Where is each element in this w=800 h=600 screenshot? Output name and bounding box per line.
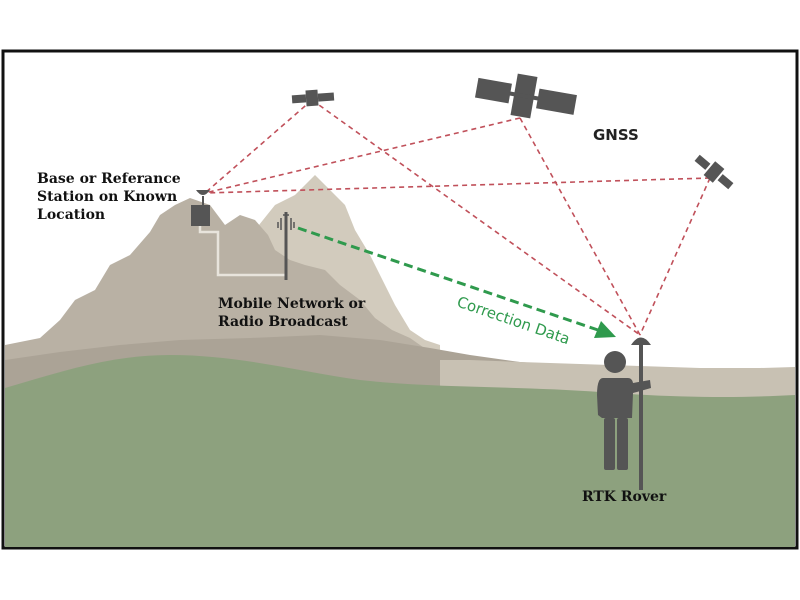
base-station-label-line: Location bbox=[37, 207, 105, 223]
rtk-rover-label: RTK Rover bbox=[582, 489, 667, 505]
mountain-mid bbox=[5, 198, 440, 360]
surveyor-icon bbox=[597, 351, 651, 470]
signal-sat3-rover bbox=[639, 177, 711, 336]
correction-data-arrow bbox=[297, 226, 599, 332]
base-station-label-line: Station on Known bbox=[37, 189, 177, 205]
correction-arrowhead bbox=[594, 321, 616, 338]
cable-base-to-tower bbox=[198, 225, 285, 277]
satellite-icon bbox=[474, 73, 577, 119]
mobile-network-label-line: Radio Broadcast bbox=[218, 314, 348, 330]
gnss-pole-icon bbox=[631, 337, 651, 490]
mobile-network-label-line: Mobile Network or bbox=[218, 296, 366, 312]
signal-sat1-rover bbox=[311, 99, 641, 336]
mobile-network-label: Mobile Network or Radio Broadcast bbox=[218, 296, 370, 330]
satellite-icon bbox=[291, 89, 335, 107]
satellite-icon bbox=[694, 154, 734, 190]
satellite-signals bbox=[204, 99, 711, 336]
signal-sat3-base bbox=[204, 177, 711, 194]
antenna-tower-icon bbox=[277, 212, 295, 280]
base-station-label: Base or Referance Station on Known Locat… bbox=[37, 171, 186, 223]
gnss-label: GNSS bbox=[593, 126, 639, 144]
signal-sat1-base bbox=[204, 99, 313, 194]
base-station-icon bbox=[191, 190, 210, 226]
base-station-label-line: Base or Referance bbox=[37, 171, 181, 187]
